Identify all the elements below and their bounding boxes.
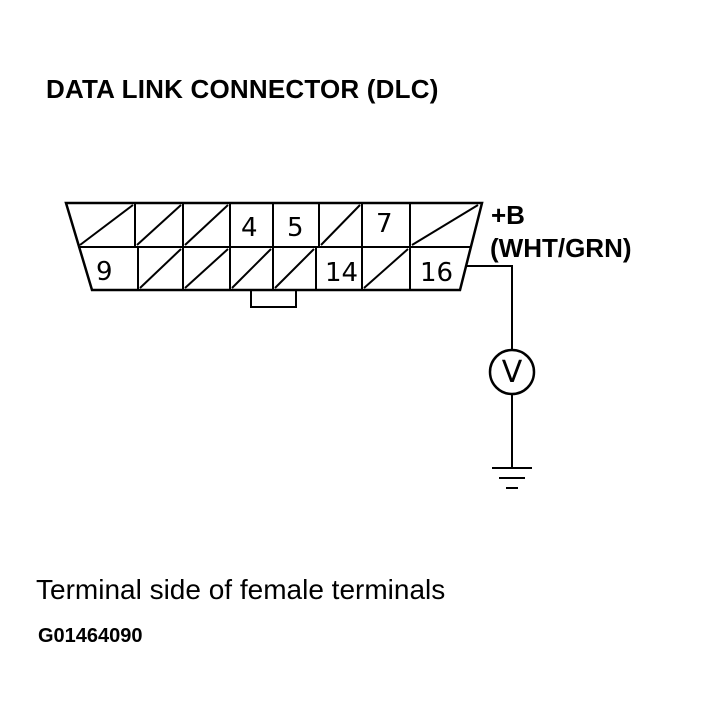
- unused-cavity-hatches: [79, 204, 479, 289]
- wire-color-label: (WHT/GRN): [490, 233, 632, 263]
- diagram-caption: Terminal side of female terminals: [36, 574, 446, 605]
- pin-label-4: 4: [241, 213, 258, 243]
- figure-code: G01464090: [38, 625, 143, 647]
- ground-icon: [492, 467, 532, 489]
- voltmeter-symbol: V: [502, 355, 523, 390]
- pin-label-5: 5: [287, 213, 304, 243]
- pin-label-7: 7: [376, 209, 393, 239]
- connector-lock-tab: [250, 289, 297, 308]
- top-row-dividers: [134, 203, 411, 247]
- probe-wire: [466, 265, 513, 350]
- diagram-title: DATA LINK CONNECTOR (DLC): [46, 74, 439, 104]
- connector-outline: [64, 201, 484, 292]
- power-symbol: +B: [491, 200, 525, 230]
- pin-label-16: 16: [420, 258, 453, 288]
- pin-label-9: 9: [96, 257, 113, 287]
- pin-label-14: 14: [325, 258, 358, 288]
- bottom-row-dividers: [137, 247, 411, 290]
